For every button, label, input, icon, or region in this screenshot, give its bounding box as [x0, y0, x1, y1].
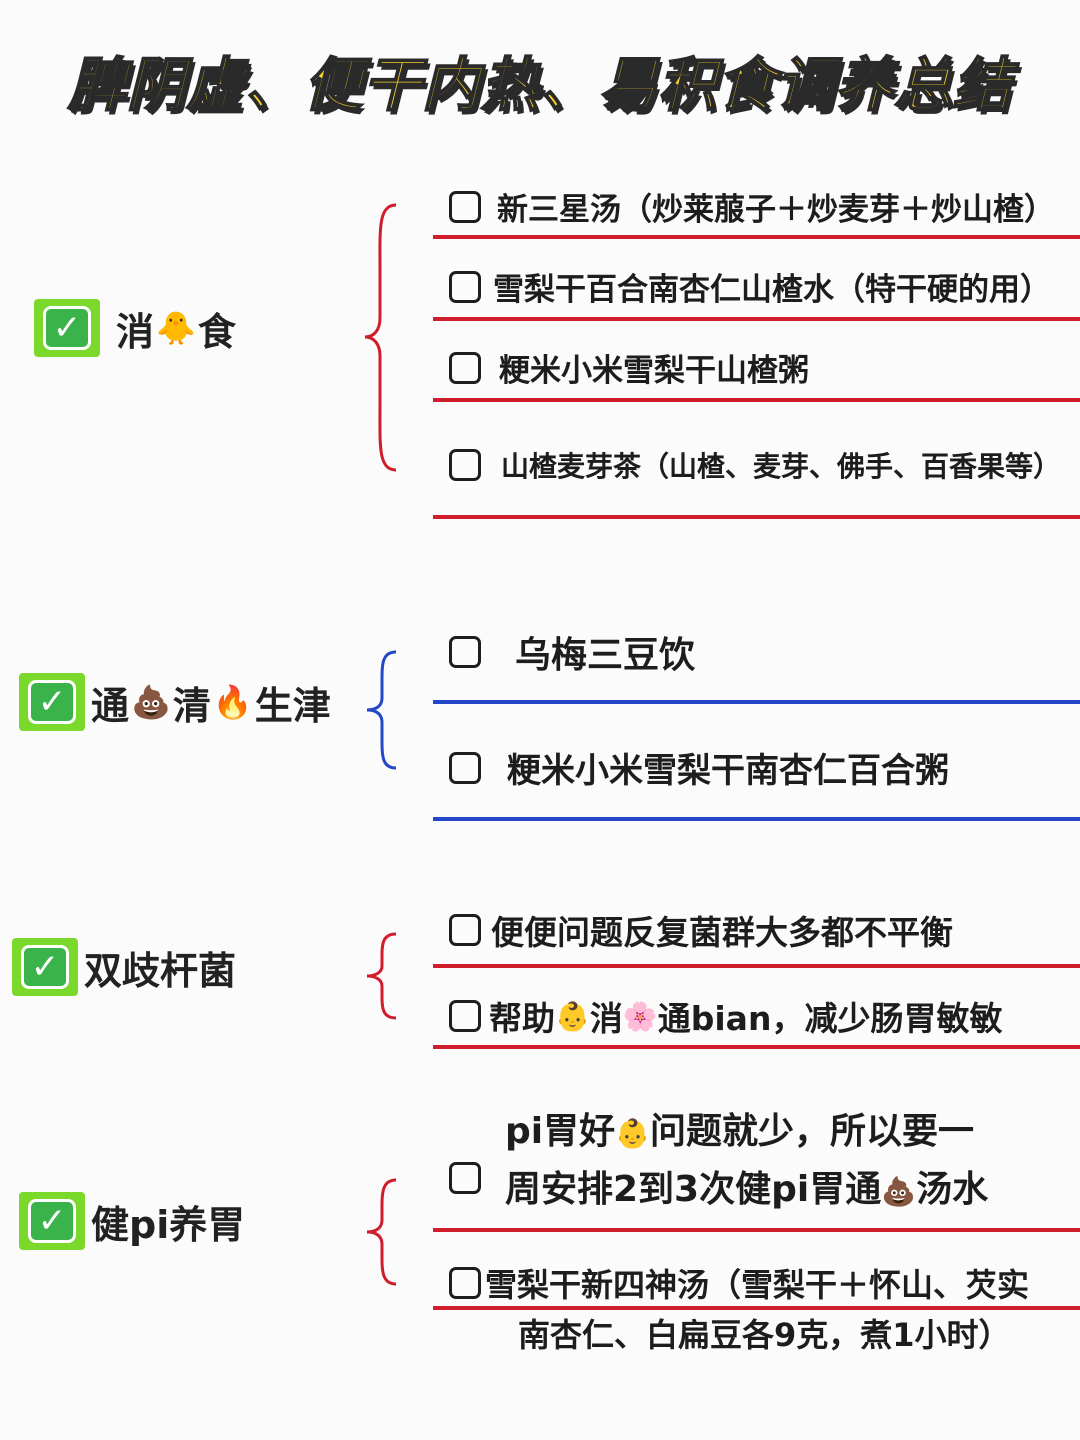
category-tong-qing-shengjin: ✓ 通 💩 清 🔥 生津 [19, 673, 331, 731]
category-bifidobacteria: ✓ 双歧杆菌 [12, 938, 236, 996]
list-item[interactable]: 雪梨干新四神汤（雪梨干＋怀山、芡实 [449, 1260, 1029, 1306]
divider [433, 235, 1080, 239]
item-text: 便便问题反复菌群大多都不平衡 [491, 913, 953, 952]
checkbox-icon[interactable] [449, 190, 481, 223]
item-text: 帮助 [489, 999, 555, 1038]
category-label: 双歧杆菌 [84, 948, 237, 993]
item-text: 雪梨干百合南杏仁山楂水（特干硬的用） [493, 272, 1051, 308]
category-jianpi-yangwei: ✓ 健pi养胃 [19, 1192, 245, 1250]
divider [433, 398, 1080, 402]
item-text: 乌梅三豆饮 [515, 635, 696, 676]
baby-icon: 👶 [555, 999, 590, 1033]
checkbox-icon[interactable] [449, 751, 481, 784]
list-item[interactable]: 粳米小米雪梨干山楂粥 [449, 345, 809, 390]
list-item-text: pi胃好👶问题就少，所以要一 周安排2到3次健pi胃通💩汤水 [505, 1104, 988, 1220]
checkbox-icon[interactable] [449, 351, 481, 384]
checkbox-icon[interactable] [449, 1267, 481, 1299]
list-item[interactable]: 山楂麦芽茶（山楂、麦芽、佛手、百香果等） [449, 445, 1061, 485]
checkbox-icon[interactable] [449, 914, 481, 946]
list-item[interactable]: 雪梨干百合南杏仁山楂水（特干硬的用） [449, 264, 1051, 309]
fire-icon: 🔥 [212, 683, 253, 721]
item-text: 南杏仁、白扁豆各9克，煮1小时） [518, 1316, 1011, 1354]
baby-icon: 👶 [615, 1117, 650, 1150]
divider [433, 817, 1080, 821]
item-text: 山楂麦芽茶（山楂、麦芽、佛手、百香果等） [501, 450, 1062, 483]
category-label-part: 通 [91, 683, 130, 728]
category-label: 健pi养胃 [91, 1202, 246, 1247]
checkbox-icon[interactable] [449, 1162, 481, 1194]
category-label-part: 消 [116, 309, 155, 354]
item-text: 消 [589, 999, 623, 1038]
list-item[interactable]: 帮助 👶 消 🌸 通bian，减少肠胃敏敏 [449, 992, 1002, 1040]
divider [433, 964, 1080, 968]
item-line: 周安排2到3次健pi胃通💩汤水 [505, 1169, 989, 1210]
item-text: 通bian，减少肠胃敏敏 [657, 999, 1003, 1038]
poop-icon: 💩 [131, 683, 171, 721]
brace-red-icon [364, 203, 397, 472]
divider [433, 700, 1080, 704]
check-icon: ✓ [19, 1192, 85, 1250]
item-text: 新三星汤（炒莱菔子＋炒麦芽＋炒山楂） [497, 192, 1055, 228]
list-item[interactable]: 便便问题反复菌群大多都不平衡 [449, 906, 953, 954]
check-icon: ✓ [34, 299, 100, 357]
check-icon: ✓ [12, 938, 78, 996]
check-icon: ✓ [19, 673, 85, 731]
item-text: 雪梨干新四神汤（雪梨干＋怀山、芡实 [485, 1266, 1030, 1304]
checkbox-icon[interactable] [449, 270, 481, 303]
item-text: 粳米小米雪梨干山楂粥 [499, 353, 809, 389]
list-item[interactable]: 乌梅三豆饮 [449, 626, 695, 678]
item-text: 粳米小米雪梨干南杏仁百合粥 [507, 751, 949, 791]
divider [433, 317, 1080, 321]
divider [433, 1306, 1080, 1310]
divider [433, 1045, 1080, 1049]
category-xiaoshi: ✓ 消 🐥 食 [34, 299, 236, 357]
chick-icon: 🐥 [156, 309, 196, 347]
list-item[interactable]: 新三星汤（炒莱菔子＋炒麦芽＋炒山楂） [449, 184, 1055, 229]
divider [433, 1228, 1080, 1232]
divider [433, 515, 1080, 519]
brace-blue-icon [366, 650, 397, 770]
category-label-part: 生津 [254, 683, 331, 728]
checkbox-icon[interactable] [449, 1000, 481, 1032]
brace-red-icon [366, 932, 397, 1020]
item-line: pi胃好👶问题就少，所以要一 [505, 1111, 975, 1152]
poop-icon: 💩 [881, 1175, 917, 1208]
page-title: 脾阴虚、便干内热、易积食调养总结 [67, 50, 1012, 120]
checkbox-icon[interactable] [449, 636, 481, 668]
list-item-continuation: 南杏仁、白扁豆各9克，煮1小时） [518, 1310, 1011, 1356]
checkbox-icon[interactable] [449, 449, 481, 481]
list-item[interactable]: 粳米小米雪梨干南杏仁百合粥 [449, 743, 949, 792]
list-item-checkbox[interactable] [449, 1162, 497, 1194]
brace-red-icon [366, 1178, 397, 1286]
category-label-part: 食 [197, 309, 236, 354]
category-label-part: 清 [172, 683, 211, 728]
flower-icon: 🌸 [622, 999, 658, 1033]
